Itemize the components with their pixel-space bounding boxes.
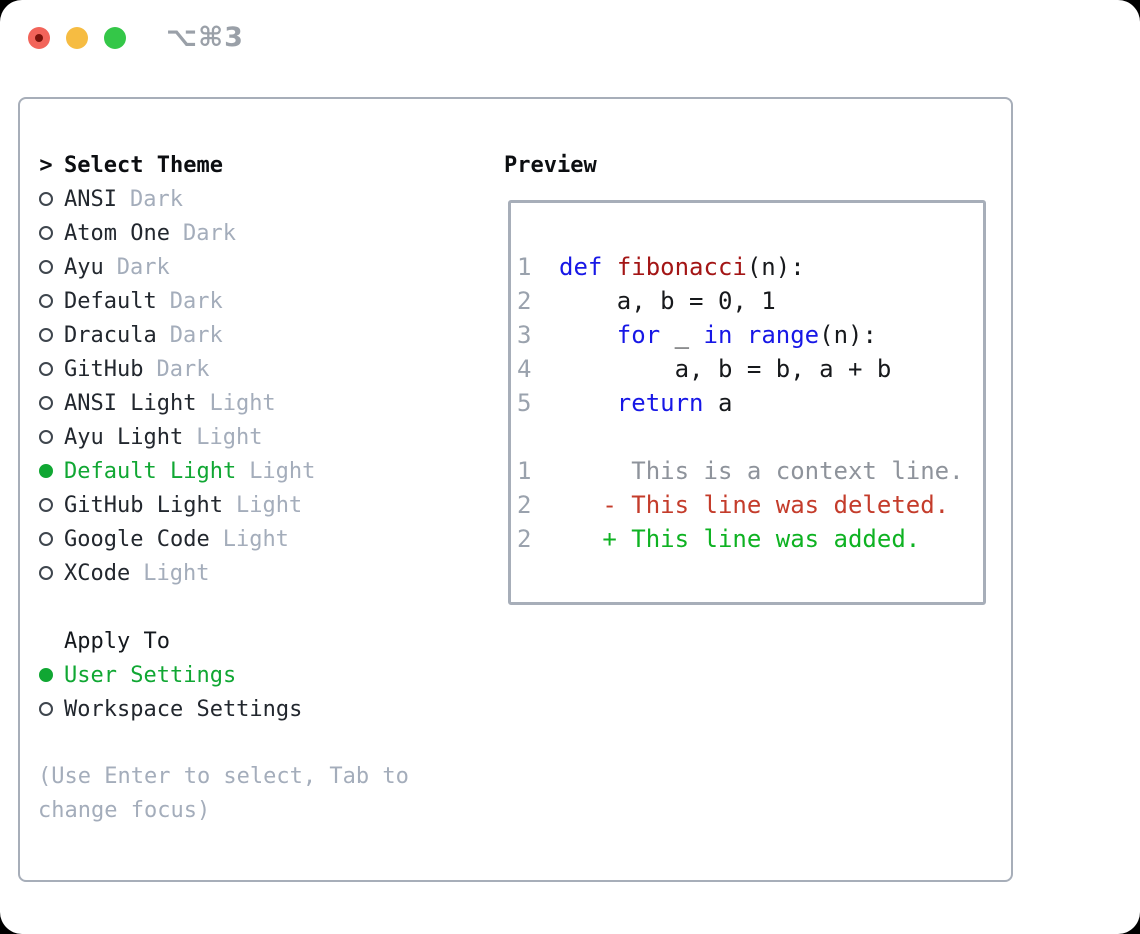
option-label: XCode [64, 560, 131, 586]
option-tag: Light [222, 526, 289, 552]
radio-selected-icon [38, 464, 54, 478]
theme-option-google-code[interactable]: Google Code Light [38, 522, 448, 556]
option-tag: Dark [129, 186, 183, 212]
radio-icon [38, 226, 54, 240]
theme-option-default[interactable]: Default Dark [38, 284, 448, 318]
code-line: 2 + This line was added. [517, 522, 975, 556]
option-label: ANSI [64, 186, 117, 212]
theme-option-github[interactable]: GitHub Dark [38, 352, 448, 386]
apply-to-title: Apply To [64, 628, 170, 654]
line-number: 2 [517, 525, 532, 553]
option-tag: Dark [116, 254, 170, 280]
theme-option-ansi-light[interactable]: ANSI Light Light [38, 386, 448, 420]
line-number: 2 [517, 491, 532, 519]
radio-icon [38, 566, 54, 580]
code-line [517, 420, 975, 454]
option-tag: Light [196, 424, 263, 450]
theme-option-default-light[interactable]: Default Light Light [38, 454, 448, 488]
option-label: Dracula [64, 322, 157, 348]
option-tag: Light [235, 492, 303, 518]
line-number: 4 [517, 355, 532, 383]
theme-option-atom-one[interactable]: Atom One Dark [38, 216, 448, 250]
option-label: GitHub [64, 356, 144, 382]
preview-title: Preview [504, 152, 597, 178]
help-text: (Use Enter to select, Tab to change focu… [38, 764, 409, 823]
theme-option-ayu[interactable]: Ayu Dark [38, 250, 448, 284]
line-number: 5 [517, 389, 532, 417]
option-label: Workspace Settings [64, 696, 303, 722]
titlebar [28, 27, 126, 49]
code-text: a, b = b, a + b [559, 355, 892, 383]
theme-option-ayu-light[interactable]: Ayu Light Light [38, 420, 448, 454]
code-line: 4 a, b = b, a + b [517, 352, 975, 386]
apply-option-workspace-settings[interactable]: Workspace Settings [38, 692, 448, 726]
line-number: 1 [517, 457, 532, 485]
window-shortcut-label: ⌥⌘3 [166, 22, 244, 53]
line-number: 2 [517, 287, 532, 315]
select-theme-title: Select Theme [64, 152, 223, 178]
code-line: 2 - This line was deleted. [517, 488, 975, 522]
apply-option-user-settings[interactable]: User Settings [38, 658, 448, 692]
zoom-button[interactable] [104, 27, 126, 49]
radio-icon [38, 498, 54, 512]
code-line: 2 a, b = 0, 1 [517, 284, 975, 318]
code-text: a, b = 0, 1 [559, 287, 776, 315]
radio-icon [38, 328, 54, 342]
option-label: Atom One [64, 220, 170, 246]
radio-icon [38, 532, 54, 546]
radio-icon [38, 260, 54, 274]
radio-icon [38, 430, 54, 444]
radio-icon [38, 192, 54, 206]
focus-caret-icon: > [39, 152, 53, 178]
option-label: GitHub Light [64, 492, 223, 518]
radio-icon [38, 294, 54, 308]
select-theme-header: > Select Theme [38, 148, 448, 182]
option-tag: Dark [182, 220, 236, 246]
spacer [38, 590, 448, 624]
radio-icon [38, 702, 54, 716]
radio-icon [38, 362, 54, 376]
code-text: This is a context line. [559, 457, 964, 485]
option-tag: Dark [169, 322, 223, 348]
radio-icon [38, 396, 54, 410]
theme-option-ansi[interactable]: ANSI Dark [38, 182, 448, 216]
code-text: for _ in range(n): [616, 321, 877, 349]
option-label: Default [64, 288, 157, 314]
option-label: User Settings [64, 662, 237, 688]
line-number: 1 [517, 253, 532, 281]
code-text: def fibonacci(n): [559, 253, 805, 281]
option-label: Ayu Light [64, 424, 184, 450]
theme-option-dracula[interactable]: Dracula Dark [38, 318, 448, 352]
code-line: 1 This is a context line. [517, 454, 975, 488]
theme-option-xcode[interactable]: XCode Light [38, 556, 448, 590]
option-label: Ayu [64, 254, 104, 280]
code-line: 1 def fibonacci(n): [517, 250, 975, 284]
apply-to-header: Apply To [38, 624, 448, 658]
spacer [38, 726, 448, 760]
option-tag: Dark [169, 288, 223, 314]
code-line: 5 return a [517, 386, 975, 420]
radio-selected-icon [38, 668, 54, 682]
close-button[interactable] [28, 27, 50, 49]
option-label: ANSI Light [64, 390, 197, 416]
code-text: return a [616, 389, 733, 417]
minimize-button[interactable] [66, 27, 88, 49]
option-label: Google Code [64, 526, 210, 552]
theme-option-github-light[interactable]: GitHub Light Light [38, 488, 448, 522]
option-tag: Dark [156, 356, 210, 382]
option-label: Default Light [64, 458, 237, 484]
code-text: + This line was added. [559, 525, 921, 553]
option-tag: Light [209, 390, 276, 416]
code-text: - This line was deleted. [559, 491, 950, 519]
code-line: 3 for _ in range(n): [517, 318, 975, 352]
option-tag: Light [143, 560, 210, 586]
option-tag: Light [249, 458, 316, 484]
line-number: 3 [517, 321, 532, 349]
